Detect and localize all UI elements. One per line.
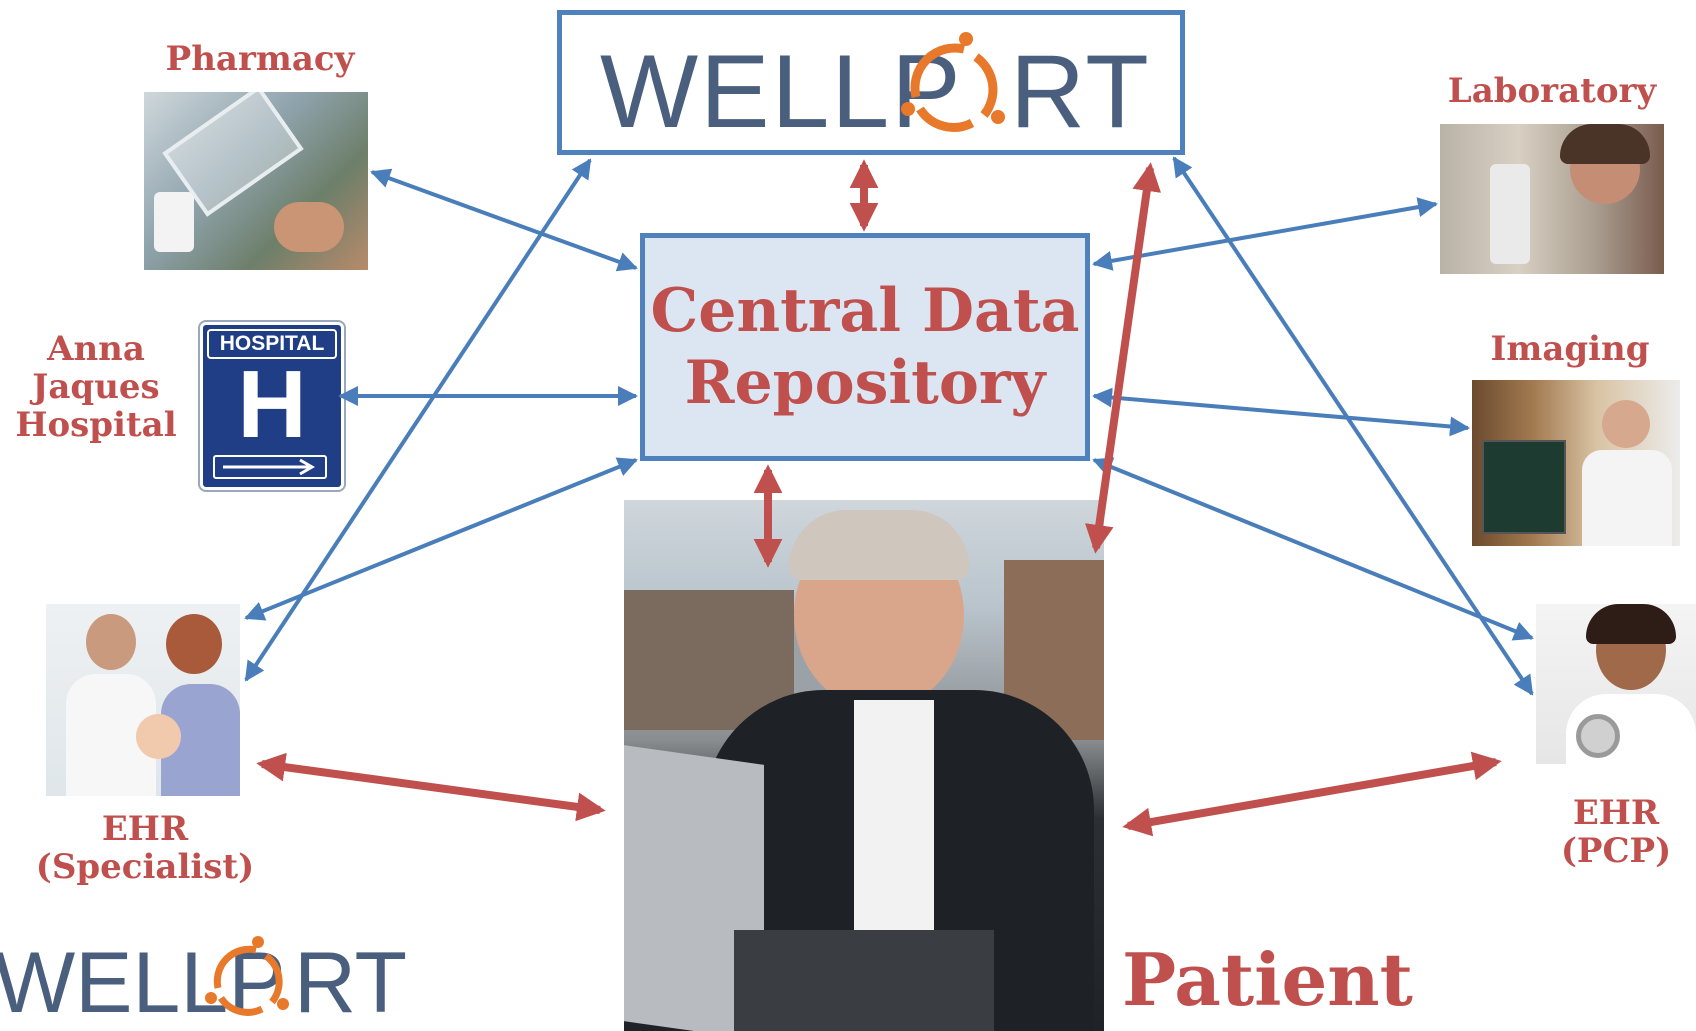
- logo-o-mark: [901, 32, 1005, 132]
- arrow-cdr-pcp: [1092, 457, 1534, 641]
- arrow-patient-pcp: [1122, 751, 1502, 837]
- arrow-wellport-patient: [1084, 162, 1162, 554]
- wellport-logo-box: WELLP RT: [557, 10, 1185, 155]
- wellport-logo: WELLP RT: [600, 32, 1151, 150]
- arrow-specialist-patient: [256, 752, 606, 822]
- repository-title-line1: Central Data: [650, 276, 1080, 346]
- arrow-specialist-wellport: [244, 158, 592, 682]
- label-ehr-pcp-line2: (PCP): [1560, 831, 1672, 872]
- label-ehr-pcp: EHR (PCP): [1540, 794, 1692, 870]
- label-ehr-specialist: EHR (Specialist): [30, 810, 260, 886]
- arrow-cdr-imaging: [1092, 387, 1470, 437]
- logo-small-o-mark: [205, 936, 289, 1016]
- label-ehr-specialist-line2: (Specialist): [35, 847, 255, 888]
- label-hospital-line1: Anna: [47, 329, 145, 369]
- ehr-specialist-photo: [46, 604, 240, 796]
- arrow-wellport-pcp: [1172, 156, 1534, 696]
- label-hospital-line2: Jaques: [32, 367, 160, 408]
- label-pharmacy: Pharmacy: [165, 39, 355, 79]
- label-laboratory: Laboratory: [1447, 71, 1657, 111]
- label-hospital-line3: Hospital: [15, 405, 177, 446]
- label-patient: Patient: [1122, 937, 1413, 1022]
- label-hospital: Anna Jaques Hospital: [8, 330, 184, 444]
- label-imaging: Imaging: [1490, 329, 1650, 369]
- wellport-logo-small: WELLP RT: [0, 935, 407, 1028]
- ehr-pcp-photo: [1536, 604, 1696, 764]
- arrow-pharmacy-cdr: [370, 168, 638, 272]
- patient-photo: [624, 500, 1104, 1031]
- repository-title-line2: Repository: [684, 348, 1046, 418]
- logo-text-wellp: WELLP: [600, 34, 963, 150]
- label-ehr-specialist-line1: EHR: [101, 809, 189, 849]
- label-ehr-pcp-line1: EHR: [1572, 793, 1660, 833]
- logo-text-rt: RT: [1010, 34, 1151, 150]
- logo-small-text-rt: RT: [294, 935, 407, 1028]
